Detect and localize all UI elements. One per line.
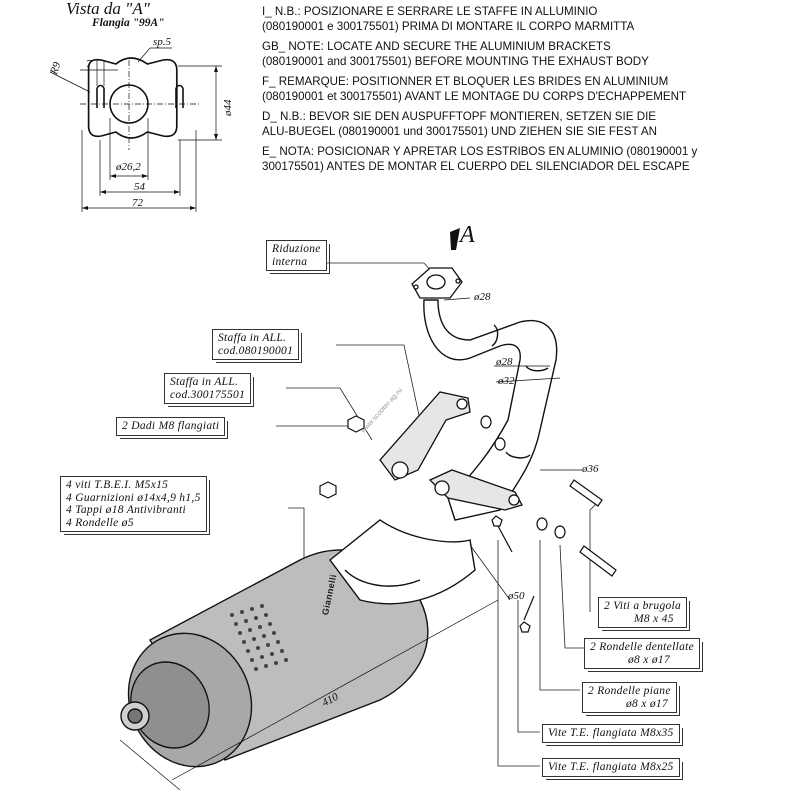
dim-hole-spacing: 54 <box>134 181 145 193</box>
label-vite-m8x35: Vite T.E. flangiata M8x35 <box>542 724 683 745</box>
muffler-body <box>120 549 429 768</box>
dim-pipe-28b: ø28 <box>496 356 513 368</box>
label-dadi-m8: 2 Dadi M8 flangiati <box>116 417 229 438</box>
note-it: I_ N.B.: POSIZIONARE E SERRARE LE STAFFE… <box>262 5 635 33</box>
assembly-notes: I_ N.B.: POSIZIONARE E SERRARE LE STAFFE… <box>262 4 792 179</box>
pipe-dimension-lines <box>119 297 582 791</box>
view-marker-a <box>450 228 460 250</box>
dim-slot: 7 <box>86 58 92 70</box>
dim-pipe-50: ø50 <box>508 590 525 602</box>
leader-lines <box>276 262 601 767</box>
fasteners <box>319 415 617 633</box>
note-e: E_ NOTA: POSICIONAR Y APRETAR LOS ESTRIB… <box>262 145 698 173</box>
flange-view-title: Vista da "A" <box>66 0 150 18</box>
view-marker-label: A <box>460 222 475 248</box>
dim-pipe-32: ø32 <box>498 375 515 387</box>
dim-pipe-28a: ø28 <box>474 291 491 303</box>
label-staffa-080190001: Staffa in ALL.cod.080190001 <box>212 329 303 363</box>
label-staffa-300175501: Staffa in ALL.cod.300175501 <box>164 373 255 407</box>
dim-pipe-36: ø36 <box>582 463 599 475</box>
muffler-perforation <box>230 604 288 671</box>
dim-thickness: sp.5 <box>153 36 172 48</box>
head-flange <box>411 267 463 299</box>
note-f: F_ REMARQUE: POSITIONNER ET BLOQUER LES … <box>262 75 687 103</box>
bracket-080190001 <box>379 391 471 481</box>
dim-width: 72 <box>132 197 143 209</box>
label-vite-m8x25: Vite T.E. flangiata M8x25 <box>542 758 683 779</box>
bracket-300175501 <box>428 469 523 511</box>
flange-view-subtitle: Flangia "99A" <box>92 17 165 29</box>
inlet-cone <box>329 519 476 605</box>
note-gb: GB_ NOTE: LOCATE AND SECURE THE ALUMINIU… <box>262 40 649 68</box>
dim-bore: ø26,2 <box>116 161 141 173</box>
note-d: D_ N.B.: BEVOR SIE DEN AUSPUFFTOPF MONTI… <box>262 110 658 138</box>
flange-drawing <box>49 47 222 212</box>
